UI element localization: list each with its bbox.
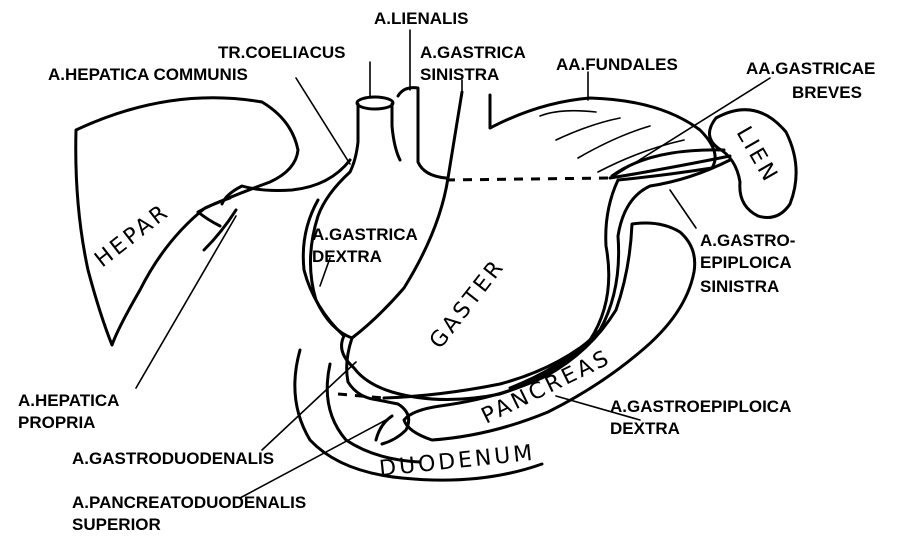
label-gastricae-breves-line2: BREVES [792,83,862,102]
label-hepatica-propria-line1: A.HEPATICA [18,391,119,410]
liver-outline [76,98,298,345]
label-gastroepiploica-dextra-line1: A.GASTROEPIPLOICA [610,397,791,416]
gastricae-breves-artery-2 [612,150,724,176]
label-pancreatoduodenalis-line2: SUPERIOR [72,515,161,534]
lienalis-artery [398,88,446,178]
pancreatoduodenalis-artery [376,416,392,440]
lienalis-dashed [446,178,610,180]
label-hepatica-communis: A.HEPATICA COMMUNIS [48,65,248,84]
label-gastroepiploica-sinistra-line1: A.GASTRO- [700,231,795,250]
label-pancreatoduodenalis-line1: A.PANCREATODUODENALIS [72,493,306,512]
hepatica-propria-artery-a [198,198,230,226]
hepatica-communis-artery [222,160,350,204]
organ-label-duodenum: DUODENUM [378,441,537,482]
label-hepatica-propria-line2: PROPRIA [18,413,95,432]
label-tr-coeliacus: TR.COELIACUS [218,43,346,62]
fundales-artery-1 [540,111,596,116]
label-lienalis: A.LIENALIS [374,9,468,28]
organ-label-gaster: GASTER [425,254,510,353]
leader-hepatica-propria [136,216,236,388]
label-gastrica-sinistra-line1: A.GASTRICA [420,43,526,62]
leader-gastroepiploica-sinistra [670,190,696,228]
coeliac-trunk-stump [357,97,393,109]
label-gastroepiploica-sinistra-line3: SINISTRA [700,277,779,296]
leader-hepatica-communis [296,78,350,164]
fundales-artery-2 [556,118,620,140]
label-gastroepiploica-dextra-line2: DEXTRA [610,419,680,438]
label-gastrica-sinistra-line2: SINISTRA [420,65,499,84]
gastroepiploica-dextra-dashed [338,394,384,398]
label-fundales: AA.FUNDALES [556,55,678,74]
organ-label-hepar: HEPAR [90,199,174,273]
coeliac-trunk [350,104,400,172]
label-gastricae-breves-line1: AA.GASTRICAE [746,59,875,78]
gastroduodenalis-artery [347,338,409,444]
label-gastrica-dextra-line1: A.GASTRICA [312,225,418,244]
gastrica-sinistra-artery [352,92,462,338]
gastroepiploica-sinistra-artery [510,160,730,388]
label-gastroduodenalis: A.GASTRODUODENALIS [72,449,274,468]
label-gastroepiploica-sinistra-line2: EPIPLOICA [700,253,792,272]
label-gastrica-dextra-line2: DEXTRA [312,247,382,266]
